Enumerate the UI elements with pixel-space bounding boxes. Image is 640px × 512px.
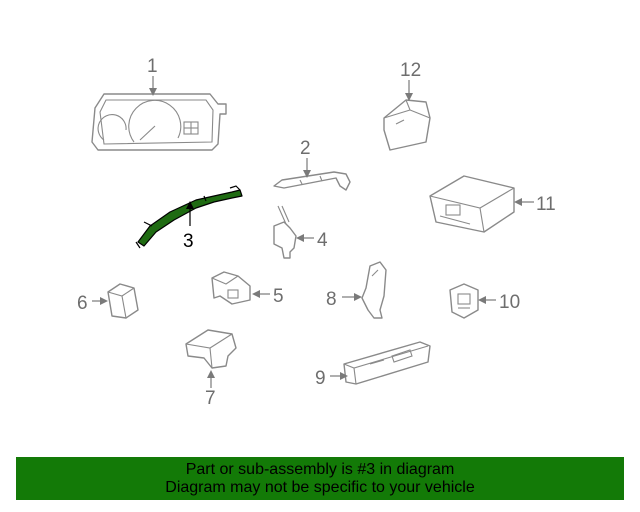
info-banner: Part or sub-assembly is #3 in diagram Di…	[16, 457, 624, 500]
part-1-instrument-cluster[interactable]	[91, 93, 227, 151]
callout-12: 12	[400, 60, 421, 81]
callout-7: 7	[205, 388, 216, 409]
part-10-button-switch[interactable]	[449, 283, 479, 319]
part-11-control-module[interactable]	[429, 175, 515, 233]
parts-diagram: 1 12 2 11 3	[77, 56, 556, 409]
callout-6: 6	[77, 293, 88, 314]
part-7-switch-housing[interactable]	[185, 329, 237, 369]
part-8-sensor-bracket[interactable]	[361, 261, 387, 319]
callout-5: 5	[273, 286, 284, 307]
callout-4: 4	[317, 230, 328, 251]
part-5-connector[interactable]	[211, 271, 251, 305]
callout-8: 8	[326, 289, 337, 310]
callout-9: 9	[315, 368, 326, 389]
callout-1: 1	[147, 56, 158, 77]
part-4-switch[interactable]	[273, 205, 297, 259]
part-12-relay-module[interactable]	[383, 99, 431, 151]
banner-line-disclaimer: Diagram may not be specific to your vehi…	[165, 479, 475, 496]
callout-3: 3	[183, 231, 194, 252]
banner-line-part: Part or sub-assembly is #3 in diagram	[185, 461, 455, 478]
callout-2: 2	[300, 138, 311, 159]
callout-11: 11	[536, 194, 556, 215]
part-2-bracket[interactable]	[273, 171, 351, 191]
part-6-relay[interactable]	[107, 283, 139, 319]
part-3-wire-harness[interactable]	[135, 185, 243, 249]
callout-10: 10	[499, 292, 520, 313]
part-9-control-panel[interactable]	[343, 341, 431, 385]
